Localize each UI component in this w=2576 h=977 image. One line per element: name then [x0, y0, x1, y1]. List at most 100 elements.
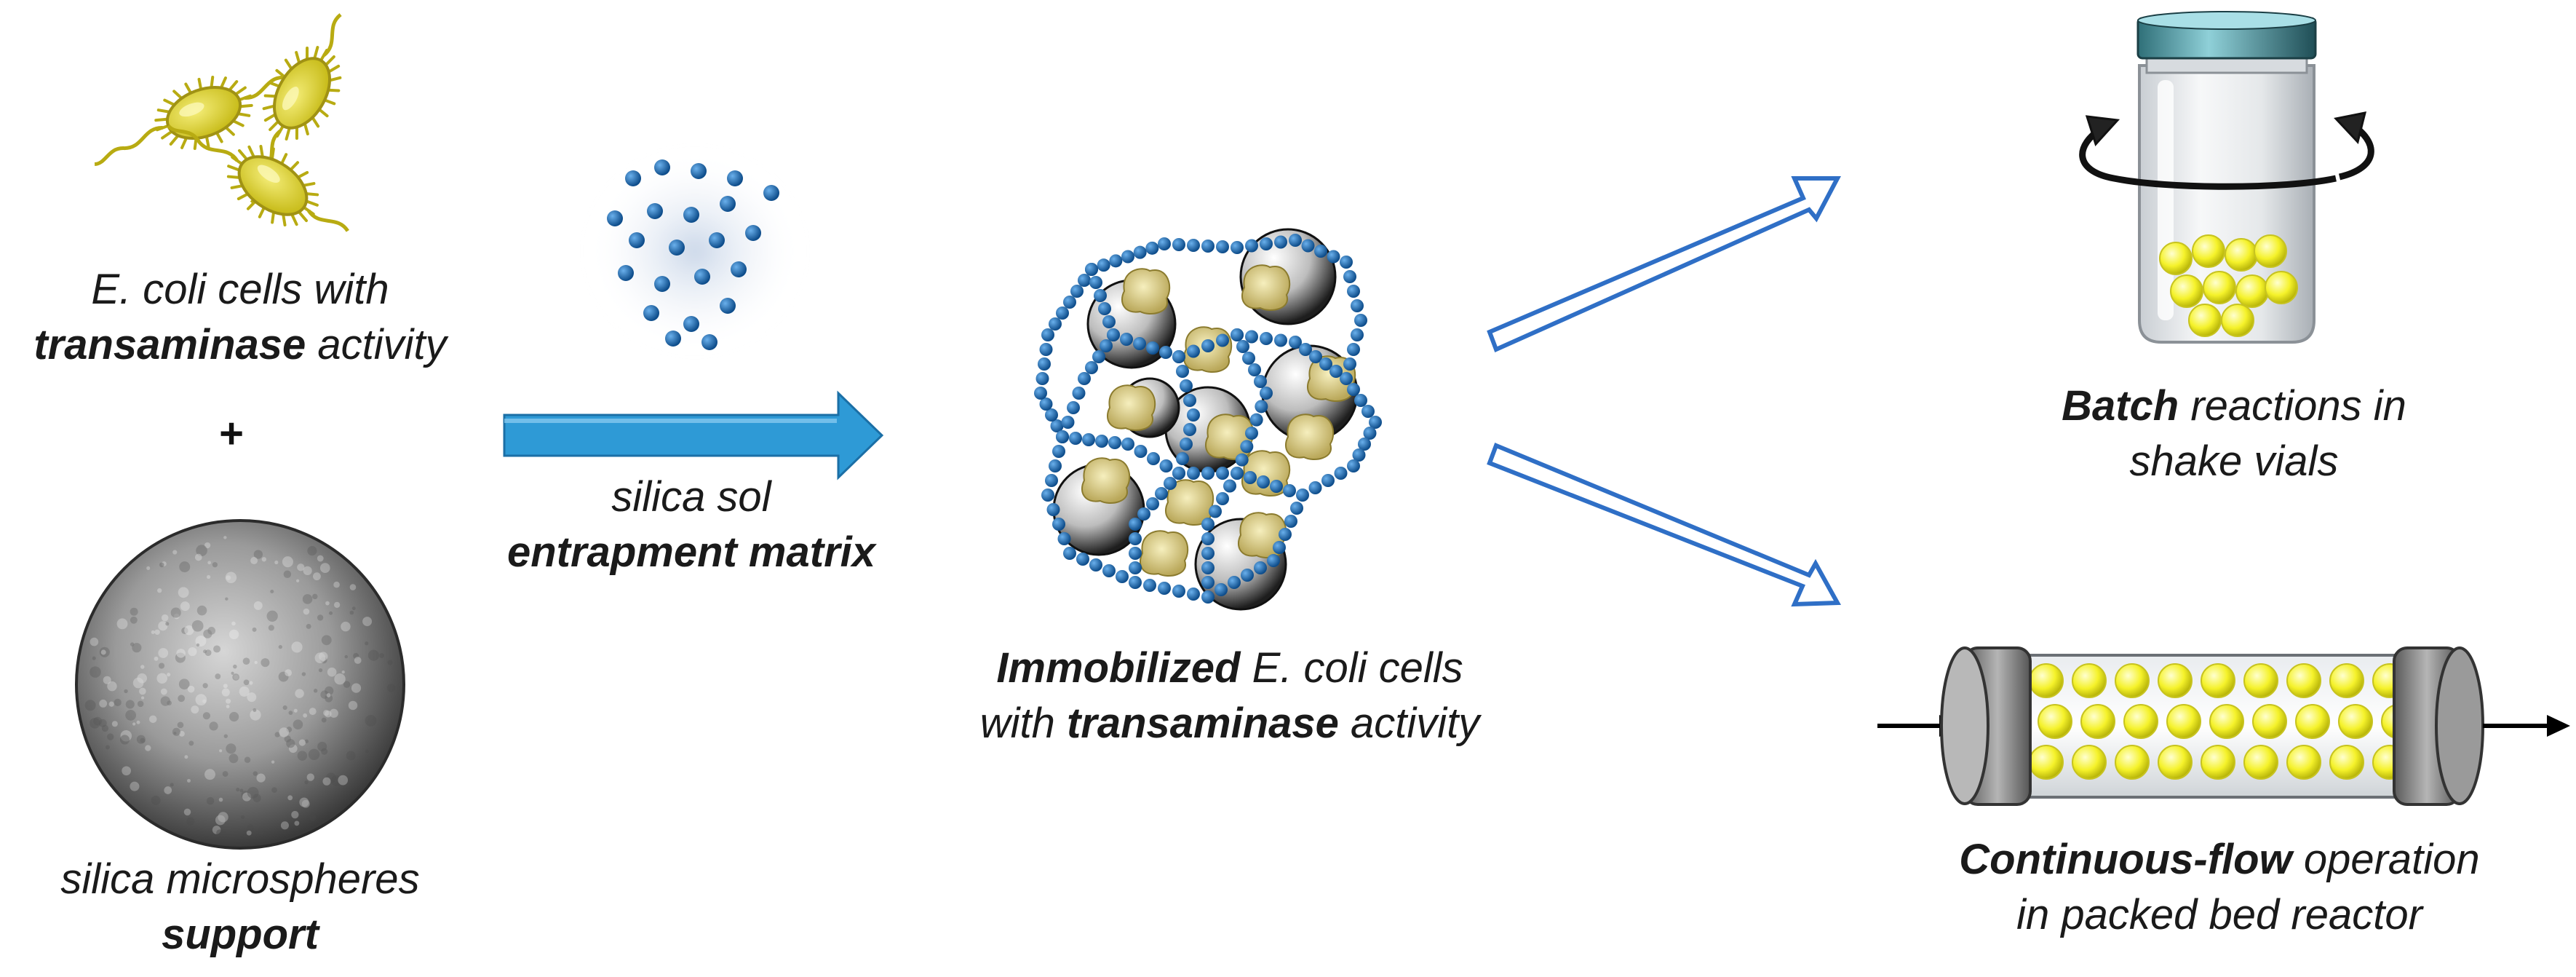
- chain-bead: [1143, 579, 1156, 592]
- reactor-bead: [2029, 745, 2064, 780]
- reactor-bead: [2201, 663, 2235, 698]
- sol-bead: [694, 269, 710, 285]
- chain-bead: [1321, 474, 1335, 487]
- chain-bead: [1201, 590, 1215, 604]
- chain-bead: [1254, 561, 1267, 574]
- chain-bead: [1183, 423, 1196, 436]
- chain-bead: [1343, 357, 1356, 371]
- sol-bead: [701, 334, 717, 350]
- vial-bead: [2188, 304, 2222, 337]
- chain-bead: [1301, 239, 1315, 253]
- sol-bead: [720, 298, 736, 314]
- vial-bead: [2225, 238, 2258, 272]
- enzyme-blob: [1121, 268, 1171, 315]
- chain-bead: [1260, 237, 1273, 250]
- chain-bead: [1133, 245, 1147, 259]
- reactor-bead: [2072, 663, 2107, 698]
- reactor-bead: [2072, 745, 2107, 780]
- chain-bead: [1340, 256, 1353, 269]
- sol-label: silica sol entrapment matrix: [473, 470, 910, 580]
- enzyme-blob: [1106, 384, 1156, 431]
- sol-bead: [618, 265, 634, 281]
- chain-bead: [1274, 333, 1287, 347]
- sol-bead: [643, 305, 659, 321]
- sol-bead: [720, 196, 736, 212]
- chain-bead: [1228, 576, 1241, 589]
- chain-bead: [1049, 317, 1062, 331]
- chain-bead: [1242, 352, 1255, 365]
- chain-bead: [1216, 333, 1229, 347]
- reactor-bead: [2115, 745, 2150, 780]
- chain-bead: [1038, 357, 1051, 371]
- sol-bead: [709, 232, 725, 248]
- reactor-bead: [2158, 663, 2193, 698]
- chain-bead: [1334, 467, 1348, 480]
- sol-bead: [654, 159, 670, 175]
- vial-bead: [2235, 274, 2269, 308]
- reactor-bead: [2243, 663, 2278, 698]
- chain-bead: [1137, 507, 1150, 521]
- chain-bead: [1352, 448, 1366, 462]
- chain-bead: [1085, 361, 1098, 374]
- chain-bead: [1070, 285, 1084, 298]
- reactor-bead: [2329, 663, 2364, 698]
- chain-bead: [1201, 467, 1215, 480]
- chain-bead: [1108, 436, 1121, 449]
- reactor-bead: [2158, 745, 2193, 780]
- sol-label-line1: silica sol: [611, 473, 771, 521]
- chain-bead: [1260, 332, 1273, 345]
- chain-bead: [1231, 467, 1244, 480]
- support-label-line2: support: [162, 911, 319, 958]
- chain-bead: [1187, 239, 1200, 252]
- chain-bead: [1279, 528, 1292, 541]
- chain-bead: [1180, 379, 1193, 392]
- enzyme-blob: [1241, 264, 1291, 311]
- sol-bead: [654, 276, 670, 292]
- chain-bead: [1245, 330, 1258, 344]
- chain-bead: [1082, 433, 1095, 446]
- immobilized-cluster-icon: [1034, 228, 1382, 611]
- chain-bead: [1215, 583, 1228, 596]
- chain-bead: [1187, 467, 1200, 480]
- chain-bead: [1172, 350, 1185, 363]
- chain-bead: [1045, 474, 1058, 487]
- chain-bead: [1041, 328, 1054, 341]
- chain-bead: [1231, 241, 1244, 254]
- chain-bead: [1284, 515, 1297, 528]
- cells-label: E. coli cells with transaminase activity: [0, 262, 480, 373]
- ecoli-cell: [167, 124, 349, 232]
- chain-bead: [1369, 416, 1382, 429]
- batch-label-line2: shake vials: [2129, 438, 2339, 485]
- reactor-bead: [2252, 704, 2287, 739]
- chain-bead: [1361, 405, 1375, 418]
- chain-bead: [1308, 481, 1322, 494]
- silica-sphere-image: [75, 519, 405, 850]
- chain-bead: [1244, 471, 1257, 484]
- reactor-bead: [2080, 704, 2115, 739]
- chain-bead: [1329, 365, 1343, 378]
- chain-bead: [1147, 452, 1160, 465]
- chain-bead: [1056, 306, 1069, 320]
- chain-bead: [1050, 419, 1064, 432]
- enzyme-blob: [1139, 530, 1189, 577]
- chain-bead: [1231, 328, 1244, 341]
- chain-bead: [1034, 387, 1047, 400]
- chain-bead: [1159, 346, 1172, 359]
- chain-bead: [1121, 250, 1134, 264]
- chain-bead: [1347, 285, 1360, 298]
- chain-bead: [1109, 254, 1123, 268]
- arrow-to-batch: [1487, 176, 1841, 353]
- chain-bead: [1216, 240, 1229, 253]
- chain-bead: [1078, 372, 1091, 385]
- chain-bead: [1129, 576, 1142, 589]
- chain-bead: [1061, 416, 1075, 429]
- chain-bead: [1039, 397, 1053, 411]
- arrow-to-flow: [1487, 443, 1842, 607]
- sol-label-line2: entrapment matrix: [506, 529, 876, 576]
- chain-bead: [1116, 570, 1129, 583]
- chain-bead: [1102, 564, 1116, 577]
- chain-bead: [1260, 387, 1273, 400]
- chain-bead: [1134, 445, 1148, 458]
- chain-bead: [1159, 459, 1173, 472]
